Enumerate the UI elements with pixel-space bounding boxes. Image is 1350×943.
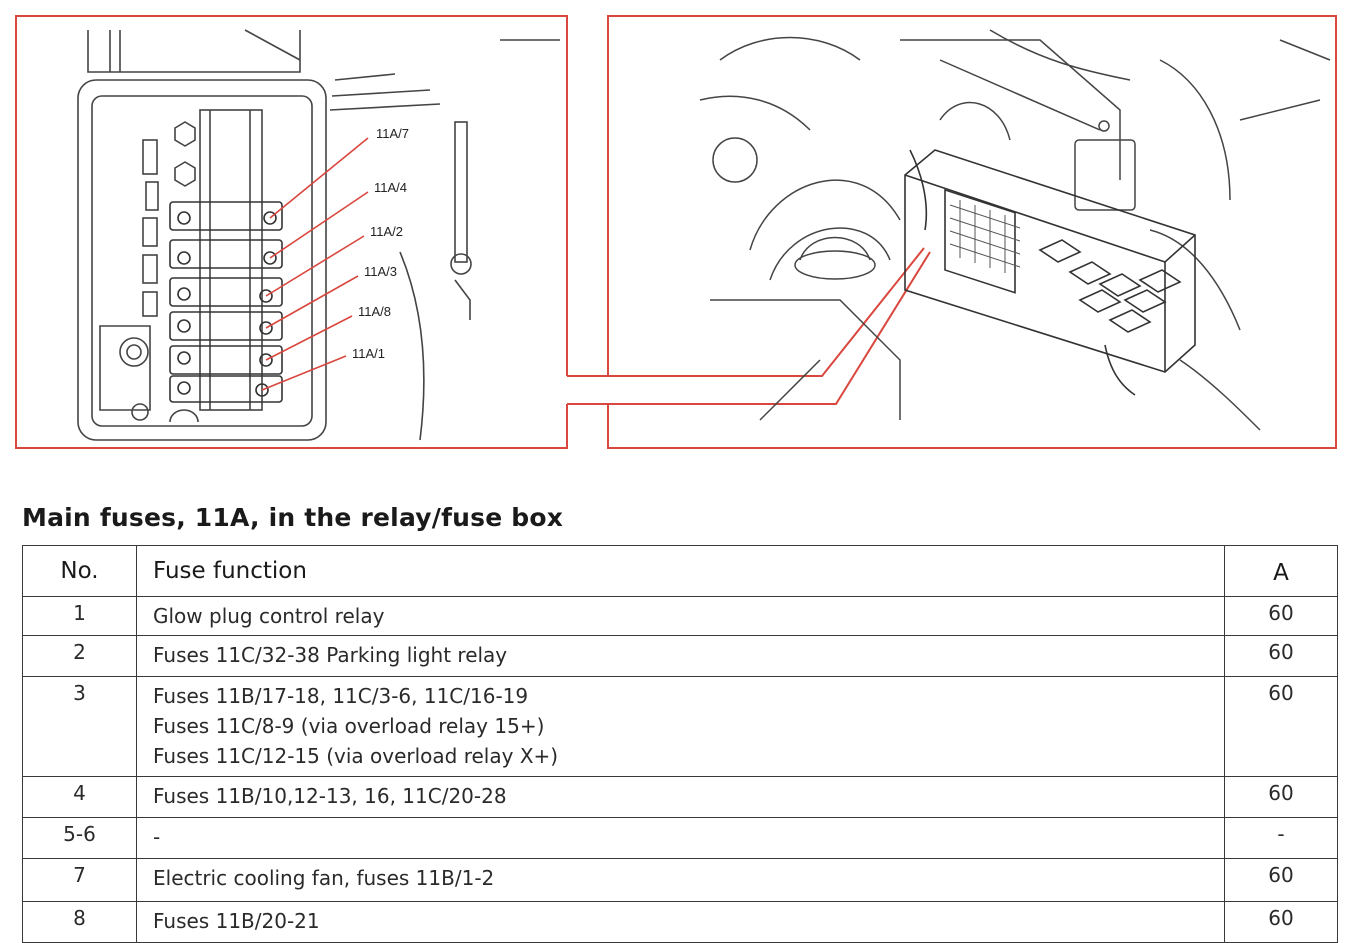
cell-amps: 60 xyxy=(1224,901,1338,943)
relay-fuse-box xyxy=(904,149,1196,396)
table-row: 2 Fuses 11C/32-38 Parking light relay 60 xyxy=(22,635,1338,677)
callout-label: 11A/3 xyxy=(364,264,397,279)
detail-frame xyxy=(15,15,1337,449)
table-row: 3 Fuses 11B/17-18, 11C/3-6, 11C/16-19 Fu… xyxy=(22,676,1338,777)
cell-no: 8 xyxy=(22,901,137,943)
cell-no: 5-6 xyxy=(22,817,137,859)
function-line: Fuses 11C/32-38 Parking light relay xyxy=(153,643,508,667)
function-line: Fuses 11C/12-15 (via overload relay X+) xyxy=(153,744,559,768)
callout-label: 11A/8 xyxy=(358,304,391,319)
cell-amps: 60 xyxy=(1224,776,1338,818)
callout-leaders xyxy=(261,137,369,391)
fuse-box-diagram: 11A/7 11A/4 11A/2 11A/3 11A/8 11A/1 xyxy=(15,15,1337,449)
cell-no: 1 xyxy=(22,596,137,636)
cell-function: Fuses 11B/10,12-13, 16, 11C/20-28 xyxy=(136,776,1225,818)
table-row: 5-6 - - xyxy=(22,817,1338,859)
function-line: Fuses 11B/17-18, 11C/3-6, 11C/16-19 xyxy=(153,684,529,708)
header-amps: A xyxy=(1224,545,1338,597)
function-line: Electric cooling fan, fuses 11B/1-2 xyxy=(153,866,495,890)
engine-bay-drawing xyxy=(699,29,1331,431)
cell-function: Electric cooling fan, fuses 11B/1-2 xyxy=(136,858,1225,902)
leader-lines xyxy=(608,247,931,405)
cell-amps: - xyxy=(1224,817,1338,859)
fuse-grid xyxy=(949,200,1021,273)
function-line: Glow plug control relay xyxy=(153,604,385,628)
table-heading: Main fuses, 11A, in the relay/fuse box xyxy=(22,503,564,532)
fuse-box-drawing xyxy=(77,29,560,441)
cell-function: Fuses 11C/32-38 Parking light relay xyxy=(136,635,1225,677)
cell-no: 4 xyxy=(22,776,137,818)
fuse-table: No. Fuse function A 1 Glow plug control … xyxy=(22,545,1338,943)
table-row: 1 Glow plug control relay 60 xyxy=(22,596,1338,636)
fuse-row-set xyxy=(169,201,283,403)
callout-label: 11A/4 xyxy=(374,180,407,195)
header-no: No. xyxy=(22,545,137,597)
cell-function: Glow plug control relay xyxy=(136,596,1225,636)
cell-amps: 60 xyxy=(1224,858,1338,902)
table-row: 8 Fuses 11B/20-21 60 xyxy=(22,901,1338,943)
function-line: - xyxy=(153,825,161,849)
header-function: Fuse function xyxy=(136,545,1225,597)
cell-no: 7 xyxy=(22,858,137,902)
cell-no: 3 xyxy=(22,676,137,777)
function-line: Fuses 11B/20-21 xyxy=(153,909,320,933)
cell-function: Fuses 11B/17-18, 11C/3-6, 11C/16-19 Fuse… xyxy=(136,676,1225,777)
cell-amps: 60 xyxy=(1224,596,1338,636)
callout-label: 11A/1 xyxy=(352,346,385,361)
cell-function: - xyxy=(136,817,1225,859)
function-line: Fuses 11C/8-9 (via overload relay 15+) xyxy=(153,714,545,738)
table-row: 7 Electric cooling fan, fuses 11B/1-2 60 xyxy=(22,858,1338,902)
function-line: Fuses 11B/10,12-13, 16, 11C/20-28 xyxy=(153,784,507,808)
table-row: 4 Fuses 11B/10,12-13, 16, 11C/20-28 60 xyxy=(22,776,1338,818)
callout-label: 11A/7 xyxy=(376,126,409,141)
cell-amps: 60 xyxy=(1224,676,1338,777)
cell-function: Fuses 11B/20-21 xyxy=(136,901,1225,943)
callout-label: 11A/2 xyxy=(370,224,403,239)
cell-no: 2 xyxy=(22,635,137,677)
cell-amps: 60 xyxy=(1224,635,1338,677)
table-header-row: No. Fuse function A xyxy=(22,545,1338,597)
